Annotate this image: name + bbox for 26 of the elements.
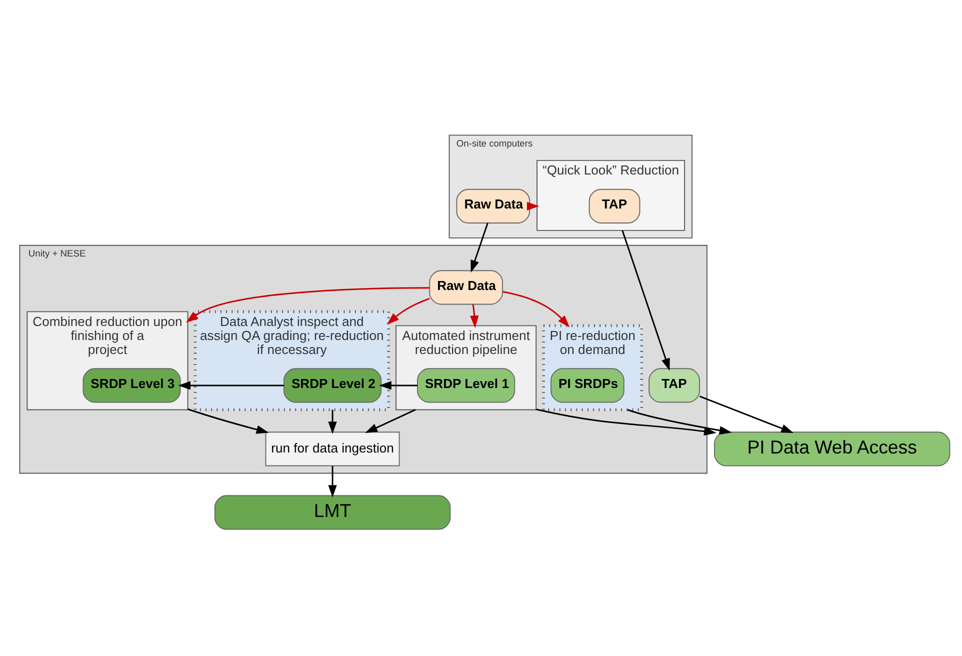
node-box: PI Data Web Access — [714, 431, 950, 466]
arrow — [536, 408, 716, 436]
node-box: SRDP Level 2 — [284, 368, 382, 402]
arrow — [699, 395, 794, 432]
node-box: PI SRDPs — [550, 368, 624, 402]
arrow — [365, 408, 416, 433]
arrow — [328, 409, 337, 434]
node-box: SRDP Level 1 — [417, 368, 516, 402]
arrow — [627, 408, 732, 434]
arrow — [178, 380, 284, 390]
arrow — [379, 380, 418, 390]
arrow — [470, 222, 488, 272]
arrow — [502, 290, 570, 327]
node-box: SRDP Level 3 — [82, 368, 181, 402]
node-box: run for data ingestion — [265, 431, 400, 466]
arrow — [470, 304, 479, 328]
node-box: TAP — [588, 188, 640, 223]
arrow — [386, 297, 430, 324]
arrow — [328, 466, 337, 497]
arrow — [622, 230, 670, 370]
arrow — [526, 201, 540, 210]
node-box: Raw Data — [429, 270, 503, 304]
arrow — [188, 408, 269, 434]
node-box: LMT — [214, 494, 451, 530]
arrow — [186, 286, 430, 322]
node-box: TAP — [648, 368, 700, 402]
